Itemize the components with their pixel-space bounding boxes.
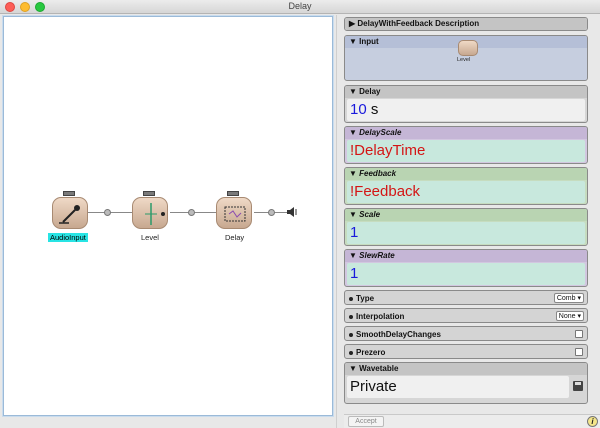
wavetable-header[interactable]: ▼ Wavetable bbox=[345, 363, 587, 375]
interpolation-popup[interactable]: None ▾ bbox=[555, 311, 584, 321]
node-label: Level bbox=[141, 233, 159, 242]
wavetable-section: ▼ Wavetable Private bbox=[344, 362, 588, 404]
level-meter-icon bbox=[145, 203, 165, 225]
delayscale-field[interactable]: !DelayTime bbox=[347, 140, 585, 162]
input-node-icon[interactable] bbox=[458, 40, 478, 56]
inspector-panel: ▶ DelayWithFeedback Description ▼ Input … bbox=[344, 15, 596, 413]
description-header[interactable]: ▶ DelayWithFeedback Description bbox=[345, 18, 587, 30]
pane-splitter[interactable] bbox=[336, 15, 342, 428]
node-badge bbox=[143, 191, 155, 196]
delayscale-section: ▼ DelayScale !DelayTime bbox=[344, 126, 588, 164]
feedback-header[interactable]: ▼ Feedback bbox=[345, 168, 587, 180]
type-popup[interactable]: Comb ▾ bbox=[553, 293, 584, 303]
delay-icon bbox=[224, 206, 246, 222]
output-port[interactable] bbox=[268, 209, 275, 216]
prezero-checkbox[interactable] bbox=[575, 348, 583, 356]
slewrate-header[interactable]: ▼ SlewRate bbox=[345, 250, 587, 262]
type-row: Type Comb ▾ bbox=[344, 290, 588, 305]
type-label: Type bbox=[356, 294, 375, 303]
output-port[interactable] bbox=[188, 209, 195, 216]
node-badge bbox=[63, 191, 75, 196]
feedback-field[interactable]: !Feedback bbox=[347, 181, 585, 203]
delay-value: 10 bbox=[350, 101, 367, 118]
smoothdelaychanges-label: SmoothDelayChanges bbox=[356, 330, 441, 339]
scale-header[interactable]: ▼ Scale bbox=[345, 209, 587, 221]
delay-section: ▼ Delay 10 s bbox=[344, 85, 588, 123]
interpolation-label: Interpolation bbox=[356, 312, 405, 321]
node-label: Delay bbox=[225, 233, 245, 242]
smoothdelaychanges-row: SmoothDelayChanges bbox=[344, 326, 588, 341]
output-port[interactable] bbox=[104, 209, 111, 216]
node-body[interactable] bbox=[52, 197, 88, 229]
signal-flow-canvas[interactable]: AudioInput Level Delay bbox=[3, 16, 333, 416]
bullet-icon bbox=[349, 296, 353, 301]
node-body[interactable] bbox=[132, 197, 168, 229]
bullet-icon bbox=[349, 350, 353, 355]
bullet-icon bbox=[349, 314, 353, 319]
slewrate-field[interactable]: 1 bbox=[347, 263, 585, 285]
node-body[interactable] bbox=[216, 197, 252, 229]
delayscale-header[interactable]: ▼ DelayScale bbox=[345, 127, 587, 139]
description-section[interactable]: ▶ DelayWithFeedback Description bbox=[344, 17, 588, 31]
delay-field[interactable]: 10 s bbox=[347, 99, 585, 121]
microphone-icon bbox=[59, 205, 80, 224]
accept-button[interactable]: Accept bbox=[348, 416, 384, 427]
input-section: ▼ Input Level bbox=[344, 35, 588, 81]
inspector-footer: Accept i bbox=[344, 414, 600, 428]
input-node-label: Level bbox=[457, 57, 471, 63]
bullet-icon bbox=[349, 332, 353, 337]
close-window-button[interactable] bbox=[5, 2, 15, 12]
smoothdelaychanges-checkbox[interactable] bbox=[575, 330, 583, 338]
delay-unit: s bbox=[370, 101, 379, 118]
node-badge bbox=[227, 191, 239, 196]
save-icon[interactable] bbox=[573, 381, 583, 391]
zoom-window-button[interactable] bbox=[35, 2, 45, 12]
node-label: AudioInput bbox=[48, 233, 88, 242]
info-icon[interactable]: i bbox=[587, 416, 598, 427]
speaker-icon[interactable] bbox=[286, 207, 298, 217]
interpolation-row: Interpolation None ▾ bbox=[344, 308, 588, 323]
scale-field[interactable]: 1 bbox=[347, 222, 585, 244]
window-title: Delay bbox=[288, 1, 312, 11]
wavetable-field[interactable]: Private bbox=[347, 376, 569, 398]
minimize-window-button[interactable] bbox=[20, 2, 30, 12]
scale-section: ▼ Scale 1 bbox=[344, 208, 588, 246]
slewrate-section: ▼ SlewRate 1 bbox=[344, 249, 588, 287]
feedback-section: ▼ Feedback !Feedback bbox=[344, 167, 588, 205]
window-titlebar: Delay bbox=[0, 0, 600, 14]
prezero-row: Prezero bbox=[344, 344, 588, 359]
prezero-label: Prezero bbox=[356, 348, 386, 357]
delay-header[interactable]: ▼ Delay bbox=[345, 86, 587, 98]
